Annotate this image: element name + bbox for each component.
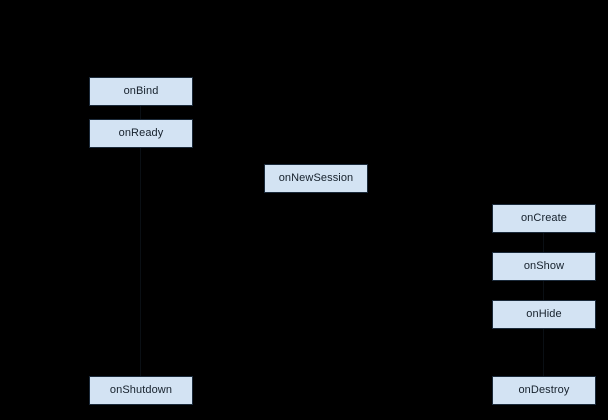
node-label: onDestroy [518,384,570,396]
connector-onShow-to-onHide [543,281,544,300]
connector-onReady-to-onShutdown [140,148,141,376]
node-label: onBind [123,85,159,97]
node-onCreate[interactable]: onCreate [492,204,596,233]
node-label: onNewSession [278,172,354,184]
node-onHide[interactable]: onHide [492,300,596,329]
connector-onCreate-to-onShow [543,233,544,252]
node-onShow[interactable]: onShow [492,252,596,281]
node-onBind[interactable]: onBind [89,77,193,106]
connector-onHide-to-onDestroy [543,329,544,376]
node-label: onReady [118,127,164,139]
node-label: onShutdown [109,384,173,396]
node-onDestroy[interactable]: onDestroy [492,376,596,405]
connector-onBind-to-onReady [140,106,141,119]
node-label: onCreate [520,212,568,224]
node-label: onShow [523,260,565,272]
node-onNewSession[interactable]: onNewSession [264,164,368,193]
node-label: onHide [526,308,562,320]
node-onReady[interactable]: onReady [89,119,193,148]
node-onShutdown[interactable]: onShutdown [89,376,193,405]
